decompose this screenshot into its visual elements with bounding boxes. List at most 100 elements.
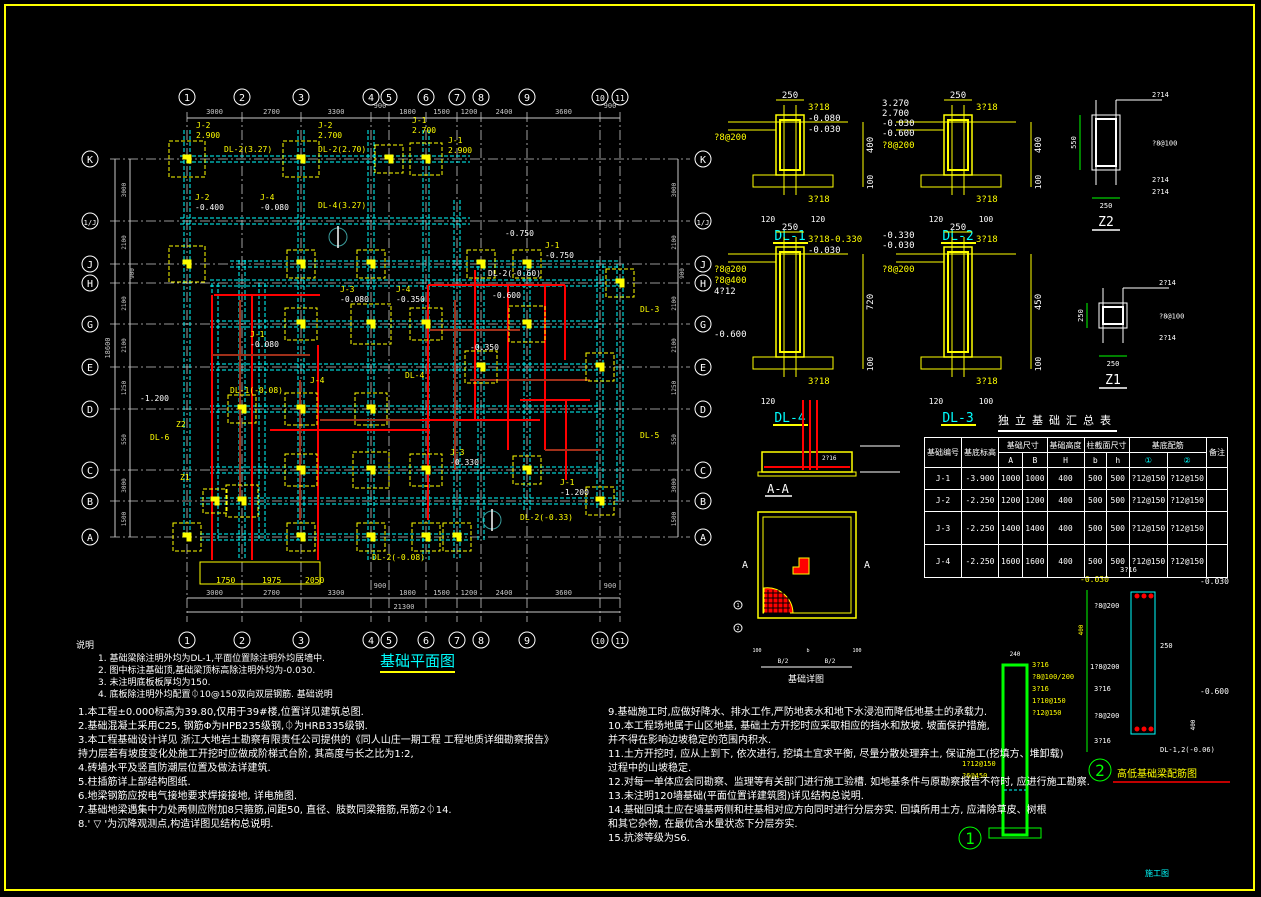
- note-item: 2. 图中标注基础顶,基础梁顶标高除注明外均为-0.030.: [98, 666, 316, 676]
- dimension-label: 240: [1010, 651, 1021, 658]
- dimension-label: b: [806, 648, 809, 654]
- plan-annotation: 2.700: [412, 126, 436, 135]
- note-item: 2.基础混凝土采用C25, 钢筋Φ为HPB235级钢,⏀为HRB335级钢.: [78, 721, 368, 732]
- dimension-label: 3300: [328, 589, 345, 597]
- note-item: 13.未注明120墙基础(平面位置详建筑图)详见结构总说明.: [608, 791, 864, 802]
- plan-annotation: J-1: [412, 116, 427, 125]
- axis-bubble-top: [417, 88, 435, 106]
- notes-list-c: 9.基础施工时,应做好降水、排水工作,严防地表水和地下水浸泡而降低地基土的承载力…: [608, 706, 1090, 846]
- axis-bubble-left: [81, 400, 99, 418]
- note-item: 3.本工程基础设计详见 浙江大地岩土勘察有限责任公司提供的《同人山庄一期工程 工…: [78, 735, 554, 746]
- dimension-label: 120: [811, 215, 826, 224]
- plan-annotation: DL-6: [150, 433, 169, 442]
- plan-annotation: DL-2(-0.60): [488, 269, 541, 278]
- note-item: 14.基础回填土应在墙基两侧和柱基相对应方向同时进行分层夯实. 回填所用土方, …: [608, 805, 1047, 816]
- rebar-label: 3?18: [976, 195, 998, 205]
- axis-label: H: [700, 279, 706, 290]
- subheader-cell: A: [997, 452, 1024, 468]
- plan-annotation: J-3: [450, 448, 465, 457]
- footing-outline: [350, 303, 392, 345]
- table-cell: 400: [1046, 511, 1085, 545]
- footing-outline: [354, 392, 388, 426]
- dimension-box: [199, 561, 321, 585]
- axis-bubble-right: [694, 212, 712, 230]
- axis-bubble-right: [694, 315, 712, 333]
- dimension-label: 400: [1078, 624, 1085, 635]
- note-item: 1. 基础梁除注明外均为DL-1,平面位置除注明外均居墙中.: [98, 654, 325, 664]
- column-mark: [296, 319, 306, 329]
- column-mark: [421, 319, 431, 329]
- column-mark: [366, 259, 376, 269]
- header-cell: 基底标高: [961, 437, 999, 468]
- footing-plan-inner: [762, 516, 852, 614]
- dimension-label: 550: [1070, 136, 1078, 149]
- column-mark: [182, 259, 192, 269]
- table-cell: ?12@150: [1128, 511, 1169, 545]
- dimension-label: 900: [374, 582, 387, 590]
- summary-table-title: 独立基础汇总表: [998, 412, 1117, 432]
- plan-annotation: J-4: [310, 376, 325, 385]
- note-item: 5.柱插筋详上部结构图纸.: [78, 777, 191, 788]
- footing-elevation: [761, 451, 853, 473]
- table-header-row: 基础编号 基底标高 基础尺寸 基础高度 柱截面尺寸 基底配筋 备注: [924, 437, 1228, 468]
- rebar-label: 3?18: [976, 377, 998, 387]
- axis-label: C: [87, 466, 93, 477]
- axis-label: J: [700, 260, 706, 271]
- dimension-label: 3000: [206, 108, 223, 116]
- section-title: DL-1: [774, 229, 805, 244]
- axis-bubble-right: [694, 150, 712, 168]
- axis-label: 11: [615, 637, 625, 646]
- axis-bubble-right: [694, 255, 712, 273]
- rebar-label: ?8@200: [714, 265, 747, 275]
- plan-annotation: DL-2(2.70): [318, 145, 366, 154]
- dimension-label: 120: [761, 397, 776, 406]
- axis-label: 7: [454, 636, 460, 647]
- column-section-outline: [1091, 114, 1121, 171]
- elevation-label: 3.270: [882, 99, 909, 109]
- detail-mark: 2: [1095, 761, 1105, 780]
- footing-outline: [284, 307, 318, 341]
- axis-bubble-right: [694, 358, 712, 376]
- column-mark: [615, 278, 625, 288]
- axis-label: E: [87, 363, 93, 374]
- footing-outline: [282, 140, 320, 178]
- note-item: 15.抗渗等级为S6.: [608, 833, 690, 844]
- table-cell: ?12@150: [1128, 489, 1169, 512]
- table-cell: 1000: [997, 467, 1024, 490]
- rebar-label: 1?12@150: [962, 760, 996, 768]
- elevation-label: -0.600: [714, 330, 747, 340]
- axis-bubble-top: [518, 88, 536, 106]
- detail-mark-circle: [958, 826, 982, 850]
- stirrup: [779, 251, 801, 353]
- dimension-label: 250: [782, 91, 798, 101]
- rebar-label: 3?18: [976, 235, 998, 245]
- elevation-label: -0.030: [808, 125, 841, 135]
- footing-outline: [409, 142, 443, 176]
- dimension-label: 100: [866, 175, 875, 190]
- column-mark: [522, 465, 532, 475]
- footing-outline: [512, 249, 542, 279]
- table-cell: [1205, 511, 1228, 545]
- column-mark: [595, 496, 605, 506]
- table-cell: [1205, 467, 1228, 490]
- note-item: 3. 未注明底板板厚均为150.: [98, 678, 211, 688]
- axis-label: 9: [524, 636, 530, 647]
- note-item: 9.基础施工时,应做好降水、排水工作,严防地表水和地下水浸泡而降低地基土的承载力…: [608, 707, 988, 718]
- dimension-label: 1800: [399, 108, 416, 116]
- dimension-label: 450: [1034, 294, 1044, 310]
- dimension-label: 1250: [121, 380, 128, 395]
- axis-bubble-top: [178, 88, 196, 106]
- dimension-label: 3600: [555, 589, 572, 597]
- wall-section: [1001, 663, 1029, 837]
- rebar-label: ?12@150: [1032, 709, 1062, 717]
- rebar-mark-1: [733, 600, 743, 610]
- axis-label: 4: [368, 93, 374, 104]
- table-cell: ?12@150: [1128, 467, 1169, 490]
- dimension-label: 400: [1034, 137, 1044, 153]
- dimension-label: 100: [752, 648, 761, 654]
- rebar-label: 3?18: [808, 377, 830, 387]
- axis-label: 1/J: [84, 219, 97, 227]
- axis-bubble-bottom: [362, 631, 380, 649]
- footing-outline: [585, 486, 615, 516]
